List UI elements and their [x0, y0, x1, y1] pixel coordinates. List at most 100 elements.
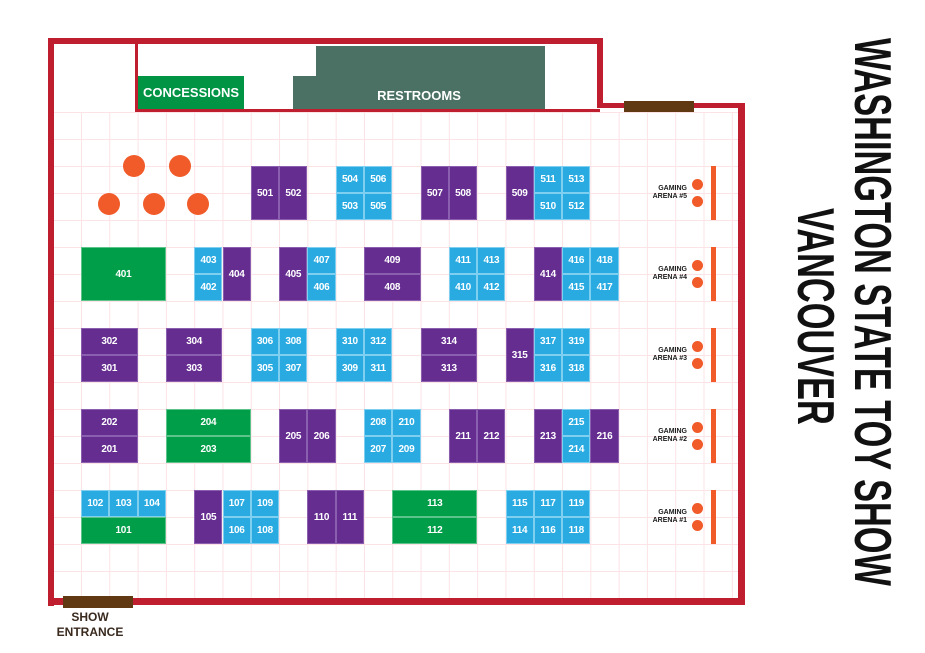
booth-402[interactable]: 402 — [194, 274, 223, 301]
booth-309[interactable]: 309 — [335, 355, 364, 382]
gaming-station-circle[interactable] — [692, 260, 703, 271]
booth-115[interactable]: 115 — [505, 490, 534, 517]
booth-201[interactable]: 201 — [81, 436, 138, 463]
booth-513[interactable]: 513 — [562, 166, 591, 193]
booth-301[interactable]: 301 — [81, 355, 138, 382]
booth-215[interactable]: 215 — [562, 409, 591, 436]
booth-318[interactable]: 318 — [562, 355, 591, 382]
gaming-station-circle[interactable] — [692, 277, 703, 288]
booth-108[interactable]: 108 — [250, 517, 280, 544]
booth-505[interactable]: 505 — [364, 193, 393, 220]
booth-119[interactable]: 119 — [562, 490, 591, 517]
gaming-station-circle[interactable] — [692, 196, 703, 207]
booth-107[interactable]: 107 — [222, 490, 251, 517]
booth-216[interactable]: 216 — [590, 409, 619, 463]
booth-414[interactable]: 414 — [533, 247, 563, 301]
booth-109[interactable]: 109 — [250, 490, 280, 517]
booth-313[interactable]: 313 — [420, 355, 478, 382]
booth-512[interactable]: 512 — [562, 193, 591, 220]
booth-204[interactable]: 204 — [165, 409, 251, 436]
booth-114[interactable]: 114 — [505, 517, 534, 544]
booth-413[interactable]: 413 — [477, 247, 506, 274]
booth-206[interactable]: 206 — [307, 409, 336, 463]
booth-110[interactable]: 110 — [307, 490, 336, 544]
booth-316[interactable]: 316 — [533, 355, 563, 382]
booth-405[interactable]: 405 — [279, 247, 308, 301]
restrooms-label: RESTROOMS — [377, 88, 461, 103]
booth-408[interactable]: 408 — [364, 274, 421, 301]
booth-501[interactable]: 501 — [250, 166, 280, 220]
booth-416[interactable]: 416 — [562, 247, 591, 274]
booth-116[interactable]: 116 — [533, 517, 563, 544]
booth-310[interactable]: 310 — [335, 328, 364, 355]
booth-502[interactable]: 502 — [279, 166, 308, 220]
booth-411[interactable]: 411 — [448, 247, 478, 274]
booth-305[interactable]: 305 — [250, 355, 280, 382]
booth-101[interactable]: 101 — [81, 517, 166, 544]
booth-304[interactable]: 304 — [165, 328, 223, 355]
booth-406[interactable]: 406 — [307, 274, 336, 301]
booth-106[interactable]: 106 — [222, 517, 251, 544]
booth-205[interactable]: 205 — [279, 409, 308, 463]
booth-410[interactable]: 410 — [448, 274, 478, 301]
booth-302[interactable]: 302 — [81, 328, 138, 355]
booth-307[interactable]: 307 — [279, 355, 308, 382]
booth-111[interactable]: 111 — [335, 490, 364, 544]
booth-509[interactable]: 509 — [505, 166, 534, 220]
gaming-station-circle[interactable] — [692, 520, 703, 531]
booth-103[interactable]: 103 — [109, 490, 138, 517]
gaming-station-circle[interactable] — [692, 422, 703, 433]
booth-507[interactable]: 507 — [420, 166, 449, 220]
gaming-station-circle[interactable] — [692, 358, 703, 369]
booth-511[interactable]: 511 — [533, 166, 563, 193]
booth-403[interactable]: 403 — [194, 247, 223, 274]
gaming-station-circle[interactable] — [692, 341, 703, 352]
booth-401[interactable]: 401 — [81, 247, 166, 301]
booth-203[interactable]: 203 — [165, 436, 251, 463]
booth-209[interactable]: 209 — [392, 436, 421, 463]
booth-417[interactable]: 417 — [590, 274, 619, 301]
booth-112[interactable]: 112 — [392, 517, 478, 544]
booth-214[interactable]: 214 — [562, 436, 591, 463]
booth-508[interactable]: 508 — [448, 166, 478, 220]
booth-510[interactable]: 510 — [533, 193, 563, 220]
booth-319[interactable]: 319 — [562, 328, 591, 355]
booth-409[interactable]: 409 — [364, 247, 421, 274]
booth-117[interactable]: 117 — [533, 490, 563, 517]
booth-303[interactable]: 303 — [165, 355, 223, 382]
booth-306[interactable]: 306 — [250, 328, 280, 355]
booth-118[interactable]: 118 — [562, 517, 591, 544]
booth-113[interactable]: 113 — [392, 490, 478, 517]
booth-208[interactable]: 208 — [364, 409, 393, 436]
booth-504[interactable]: 504 — [335, 166, 364, 193]
booth-102[interactable]: 102 — [81, 490, 110, 517]
restrooms-area-top — [316, 46, 545, 77]
booth-418[interactable]: 418 — [590, 247, 619, 274]
booth-315[interactable]: 315 — [505, 328, 534, 382]
booth-404[interactable]: 404 — [222, 247, 251, 301]
booth-104[interactable]: 104 — [137, 490, 166, 517]
gaming-station-circle[interactable] — [692, 179, 703, 190]
booth-212[interactable]: 212 — [477, 409, 506, 463]
gaming-station-circle[interactable] — [692, 439, 703, 450]
booth-311[interactable]: 311 — [364, 355, 393, 382]
booth-202[interactable]: 202 — [81, 409, 138, 436]
booth-312[interactable]: 312 — [364, 328, 393, 355]
booth-211[interactable]: 211 — [448, 409, 478, 463]
booth-407[interactable]: 407 — [307, 247, 336, 274]
booth-412[interactable]: 412 — [477, 274, 506, 301]
booth-317[interactable]: 317 — [533, 328, 563, 355]
booth-506[interactable]: 506 — [364, 166, 393, 193]
booth-210[interactable]: 210 — [392, 409, 421, 436]
booth-308[interactable]: 308 — [279, 328, 308, 355]
booth-207[interactable]: 207 — [364, 436, 393, 463]
show-entrance-door[interactable] — [63, 596, 133, 608]
booth-415[interactable]: 415 — [562, 274, 591, 301]
booth-503[interactable]: 503 — [335, 193, 364, 220]
gaming-arena-4-screen — [711, 247, 716, 301]
gaming-station-circle[interactable] — [692, 503, 703, 514]
booth-105[interactable]: 105 — [194, 490, 223, 544]
booth-213[interactable]: 213 — [533, 409, 563, 463]
booth-314[interactable]: 314 — [420, 328, 478, 355]
